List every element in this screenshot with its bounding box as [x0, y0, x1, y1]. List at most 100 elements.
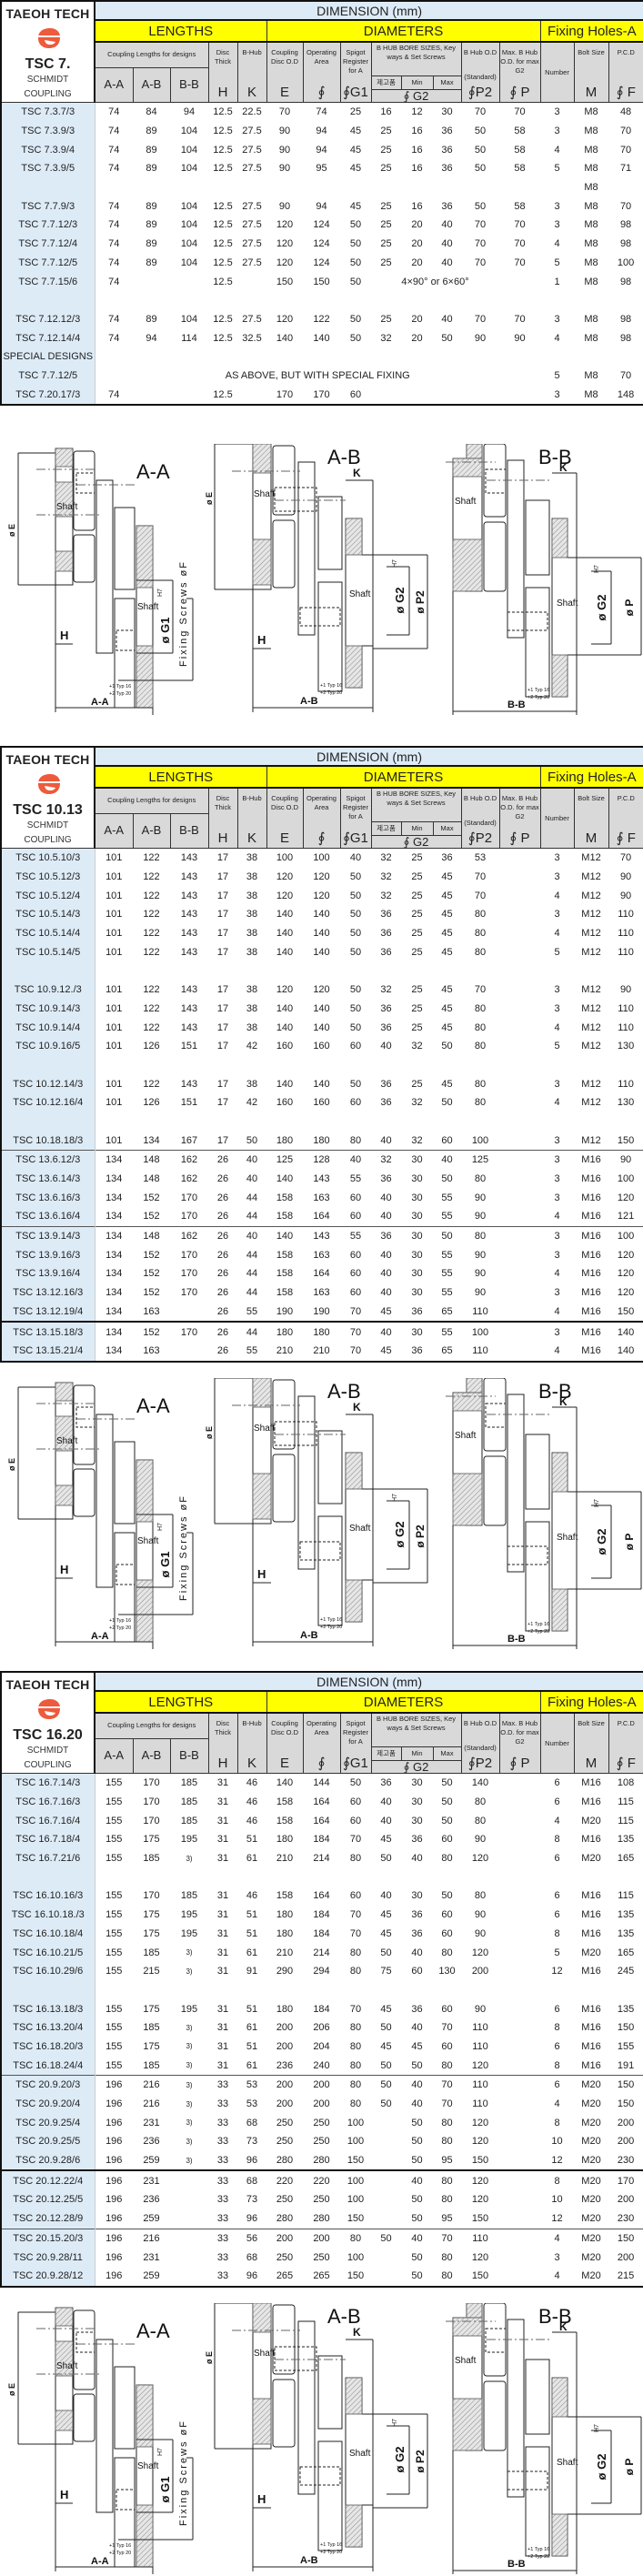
cell-g1: 45 [340, 122, 371, 141]
col-header-symbol: H [209, 831, 237, 846]
cell-min [401, 961, 433, 981]
cell-bolt-size: M16 [574, 1793, 608, 1812]
cell-bolt-size: M20 [574, 1849, 608, 1868]
h7-tolerance: H7 [392, 1494, 398, 1502]
cell-a-b: 89 [133, 196, 170, 216]
model-subtitle: COUPLING [2, 87, 94, 102]
cell-a-b [133, 291, 170, 310]
tolerance-note: +2 Typ 20 [109, 691, 131, 697]
cell-e: 250 [266, 2132, 303, 2151]
cell-number: 1 [540, 272, 574, 291]
cell-k: 42 [237, 1093, 266, 1112]
cell-bolt-size: M8 [574, 103, 608, 122]
model-cell: TSC 10.5.12/4 [1, 886, 95, 905]
cell-b-b: 151 [170, 1093, 208, 1112]
cell-min: 36 [401, 1906, 433, 1925]
cell-pcd: 90 [608, 886, 643, 905]
part-outline [74, 535, 95, 582]
phi-g2-label: ø G2 [595, 2454, 608, 2480]
hatched-section [136, 2385, 153, 2447]
cell-stock: 36 [371, 1774, 401, 1793]
cell-max: 95 [433, 2151, 461, 2171]
cell-k: 44 [237, 1322, 266, 1342]
model-cell: TSC 20.9.28/6 [1, 2151, 95, 2171]
cell-bolt-size: M20 [574, 2190, 608, 2209]
cell-p2: 80 [461, 1018, 499, 1037]
shaft-label: Shaft [349, 589, 371, 599]
cell-max: 80 [433, 1849, 461, 1868]
cell-max: 36 [433, 122, 461, 141]
cell-a-a [95, 291, 133, 310]
cell-pcd: 98 [608, 310, 643, 329]
cell-min: 25 [401, 886, 433, 905]
cell-a-a: 101 [95, 1037, 133, 1056]
cell-h: 26 [208, 1226, 237, 1245]
cell-g1: 80 [340, 1962, 371, 1981]
hatched-section [136, 1460, 153, 1522]
shaft-label: Shaft [557, 599, 578, 609]
cell-b-b: 143 [170, 1074, 208, 1093]
cell-a-b: 89 [133, 310, 170, 329]
cell-p [499, 2038, 540, 2057]
cell-min: 30 [401, 1322, 433, 1342]
cell-bolt-size: M12 [574, 905, 608, 924]
cell-a-a: 155 [95, 1811, 133, 1830]
col-header-spigot: Spigot Register for A∮G1 [340, 788, 371, 849]
cell-k: 44 [237, 1264, 266, 1283]
cell-g1: 150 [340, 2209, 371, 2229]
model-subtitle: SCHMIDT [2, 73, 94, 87]
cell-a-b: 89 [133, 122, 170, 141]
cell-g1: 100 [340, 2132, 371, 2151]
cell-a-a: 196 [95, 2095, 133, 2114]
cell-bolt-size: M8 [574, 310, 608, 329]
cell-h [208, 178, 237, 197]
cell-operating-area [303, 178, 340, 197]
disc [96, 480, 113, 653]
col-header-label: Coupling Disc O.D [267, 1719, 303, 1737]
cell-stock: 40 [371, 1188, 401, 1207]
cell-h: 17 [208, 886, 237, 905]
cell-pcd [608, 291, 643, 310]
cell-a-a: 155 [95, 2038, 133, 2057]
cell-b-b: 143 [170, 905, 208, 924]
cell-pcd: 140 [608, 1342, 643, 1362]
cell-operating-area: 250 [303, 2190, 340, 2209]
part-outline [76, 1407, 95, 1427]
h7-tolerance: H7 [157, 1523, 164, 1531]
cell-a-a [95, 1056, 133, 1075]
cell-e: 140 [266, 328, 303, 347]
cell-e [266, 1867, 303, 1887]
hatched-section [253, 539, 271, 585]
col-header-label: Bolt Size [575, 48, 608, 57]
bottom-label-a-b: A-B [300, 2555, 318, 2566]
cell-number: 3 [540, 122, 574, 141]
cell-p [499, 1342, 540, 1362]
cell-a-b: 89 [133, 216, 170, 235]
cell-b-b: 3) [170, 2056, 208, 2075]
model-cell: TSC 7.7.12/3 [1, 216, 95, 235]
col-header-label: Disc Thick [209, 1719, 237, 1737]
cell-k: 51 [237, 1925, 266, 1944]
cell-operating-area: 170 [303, 385, 340, 405]
hatched-section [346, 1453, 362, 1489]
cell-min: 30 [401, 1811, 433, 1830]
cell-p: 70 [499, 235, 540, 254]
cell-number: 12 [540, 1962, 574, 1981]
model-cell: TSC 7.3.9/4 [1, 140, 95, 159]
col-header-note: (Standard) [462, 819, 499, 828]
cell-pcd: 110 [608, 1074, 643, 1093]
cell-p [499, 1056, 540, 1075]
cell-a-b: 259 [133, 2267, 170, 2287]
col-header-g2: ∮ G2 [371, 1761, 461, 1774]
cell-a-b: 185 [133, 2056, 170, 2075]
cell-e: 250 [266, 2248, 303, 2267]
cell-p [499, 1151, 540, 1170]
col-header-label: Bolt Size [575, 1719, 608, 1728]
cell-b-b: 162 [170, 1226, 208, 1245]
cell-bolt-size [574, 961, 608, 981]
cell-h: 26 [208, 1245, 237, 1264]
cell-e: 180 [266, 1906, 303, 1925]
